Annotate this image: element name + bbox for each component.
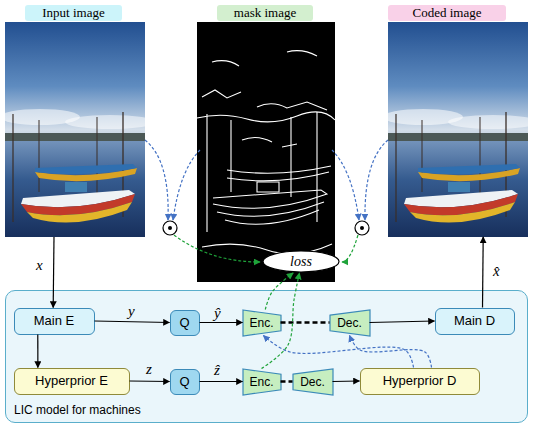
arrow-connector [200,322,243,323]
mask-edges [197,51,335,254]
edge-label: ẑ [214,363,220,378]
leader-line [174,235,260,262]
trapezoid-outline [243,310,281,336]
arrow-connector [95,321,170,323]
arrow-connector [130,380,170,382]
multiply-dot [168,226,172,230]
node-label: Main D [454,314,495,328]
arrow-connector [200,381,243,382]
node-label: LIC model for machines [14,404,141,417]
model-group: LIC model for machines Main E Q Enc. Dec. Mai… [5,290,528,423]
process-box: Main E [14,308,95,335]
trapezoid-outline [293,369,333,395]
arrow-connector [333,380,360,382]
node-label: Hyperprior D [383,374,457,388]
leader-line [173,150,200,220]
mask-background [197,22,335,282]
node-label: Input image [25,5,122,21]
edge-label: ŷ [214,306,221,321]
node-label: Enc. [249,316,273,330]
mask-edge [202,90,241,98]
mask-edge [227,166,331,181]
coded-photo [383,22,533,237]
leader-line [365,140,388,220]
dashed-connector [281,321,330,324]
arrow-connector [482,237,484,308]
multiply-symbol [355,221,369,235]
node-label: Q [179,316,189,330]
node-label: loss [290,255,312,269]
mask-edge [242,137,297,147]
leader-line [342,235,358,262]
loss-ellipse: loss [262,250,340,273]
process-box: Hyperprior D [360,368,480,395]
node-label: Dec. [300,375,325,389]
quantizer-box: Q [170,310,200,336]
leader-line [145,140,168,220]
dashed-connector [350,336,432,368]
process-box: Hyperprior E [14,368,130,395]
image-panel: Input image [5,5,145,237]
mask-edge [207,112,317,232]
node-label: Main E [34,314,74,328]
input-photo [0,22,155,237]
trapezoid-outline [330,310,370,336]
dashed-connector [262,273,300,369]
multiply-symbol [163,221,177,235]
encoder-shape: Enc. [243,369,281,395]
process-box: Main D [435,308,515,335]
mask-edge [212,51,317,66]
mask-edge [197,112,335,122]
arrow-connector [370,321,435,323]
multiply-dot [360,226,364,230]
multiply-circle [163,221,177,235]
node-label: mask image [217,5,313,21]
mask-edge [257,182,279,192]
edge-label: z [146,362,152,377]
mask-illustration [197,22,335,282]
ellipse-outline [263,251,339,272]
encoder-shape: Enc. [243,310,281,336]
edge-label: x̂ [493,264,500,279]
node-label: Dec. [337,316,362,330]
mask-edge [213,190,327,208]
dashed-connector [263,336,413,368]
trapezoid-outline [243,369,281,395]
multiply-circle [355,221,369,235]
quantizer-box: Q [170,369,200,395]
image-panel: mask image [197,5,335,282]
edge-label: x [36,258,43,273]
arrow-connector [53,237,55,308]
dashed-connector [281,380,293,383]
mask-edge [257,102,327,110]
node-label: Coded image [388,5,506,21]
mask-edge [217,202,324,224]
node-label: Q [179,375,189,389]
image-panel: Coded image [388,5,528,237]
decoder-shape: Dec. [330,310,370,336]
edge-label: y [128,304,135,319]
leader-line [332,150,359,220]
node-label: Hyperprior E [35,374,108,388]
dashed-connector [265,273,293,310]
decoder-shape: Dec. [293,369,333,395]
node-label: Enc. [249,375,273,389]
arrow-connector [37,335,38,368]
mask-product-leaders [145,140,388,262]
